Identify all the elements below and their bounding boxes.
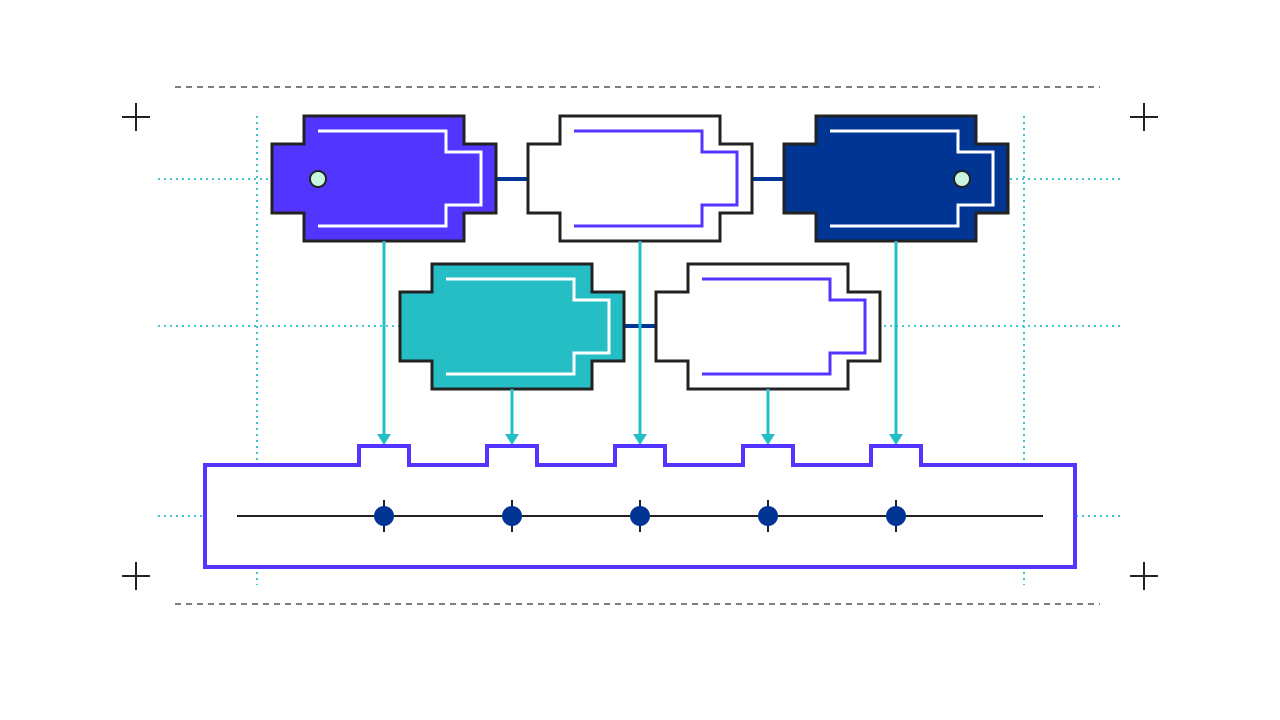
arrow-head-icon <box>761 434 775 445</box>
arrow-head-icon <box>377 434 391 445</box>
port-icon <box>309 170 327 188</box>
module-white-bottom <box>654 262 882 391</box>
node-dot <box>502 506 522 526</box>
connectors <box>377 241 903 445</box>
module-inner-line <box>318 129 483 228</box>
port-icon <box>953 170 971 188</box>
connector-arrow <box>633 241 647 445</box>
module-inner-line <box>446 277 611 376</box>
module-white-top <box>526 114 754 243</box>
module-teal <box>398 262 626 391</box>
rail-node <box>886 500 906 532</box>
module-violet <box>270 114 498 243</box>
module-navy <box>782 114 1010 243</box>
node-dot <box>886 506 906 526</box>
arrow-head-icon <box>889 434 903 445</box>
connector-arrow <box>505 389 519 445</box>
base-rail <box>203 444 1077 569</box>
node-dot <box>630 506 650 526</box>
node-dot <box>374 506 394 526</box>
rail-node <box>502 500 522 532</box>
rail-node <box>758 500 778 532</box>
modules <box>270 114 1010 391</box>
corner-marker <box>122 103 150 131</box>
corner-marker <box>122 562 150 590</box>
connector-arrow <box>761 389 775 445</box>
module-inner-line <box>702 277 867 376</box>
module-body <box>654 262 882 391</box>
module-inner-line <box>830 129 995 228</box>
corner-marker <box>1130 562 1158 590</box>
module-body <box>398 262 626 391</box>
module-body <box>270 114 498 243</box>
node-dot <box>758 506 778 526</box>
arrow-head-icon <box>505 434 519 445</box>
connector-arrow <box>889 241 903 445</box>
connector-arrow <box>377 241 391 445</box>
corner-markers <box>122 103 1158 590</box>
arrow-head-icon <box>633 434 647 445</box>
rail-node <box>374 500 394 532</box>
corner-marker <box>1130 103 1158 131</box>
module-body <box>526 114 754 243</box>
module-inner-line <box>574 129 739 228</box>
rail-node <box>630 500 650 532</box>
module-body <box>782 114 1010 243</box>
